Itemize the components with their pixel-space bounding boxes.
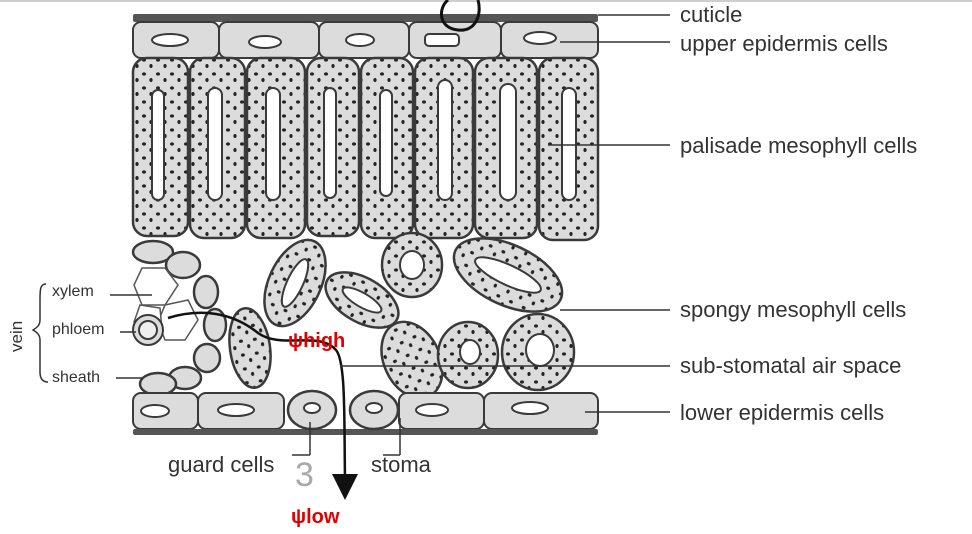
label-stoma: stoma xyxy=(371,452,431,477)
label-xylem: xylem xyxy=(52,283,94,300)
label-lower-epidermis: lower epidermis cells xyxy=(680,400,885,425)
label-cuticle: cuticle xyxy=(680,2,743,27)
palisade-cells xyxy=(131,56,600,242)
vein-brace xyxy=(31,283,49,383)
label-vein: vein xyxy=(7,320,26,352)
label-guard-cells: guard cells xyxy=(168,452,275,477)
handwritten-loop xyxy=(439,0,481,32)
lower-cuticle xyxy=(133,429,598,435)
vein-sheath xyxy=(131,239,228,397)
label-upper-epidermis: upper epidermis cells xyxy=(680,31,888,56)
spongy-vacuoles xyxy=(280,250,555,367)
water-arrowhead xyxy=(332,474,358,500)
label-sheath: sheath xyxy=(52,369,101,386)
upper-epidermis-nuclei xyxy=(151,31,557,49)
guard-cell-nuclei xyxy=(303,402,383,414)
phloem-cells xyxy=(132,314,164,346)
label-air-space: sub-stomatal air space xyxy=(680,353,902,378)
cuticle-layer xyxy=(133,14,598,22)
label-spongy: spongy mesophyll cells xyxy=(680,297,907,322)
leader-lines xyxy=(110,14,670,456)
annotation-psi-high: ψhigh xyxy=(288,330,346,352)
label-palisade: palisade mesophyll cells xyxy=(680,133,918,158)
water-movement-path xyxy=(167,311,347,479)
annotation-marker-number: 3 xyxy=(295,456,314,494)
spongy-mesophyll-cells xyxy=(228,231,576,400)
lower-epidermis-nuclei xyxy=(140,401,549,418)
palisade-vacuoles xyxy=(151,79,577,201)
annotation-psi-low: ψlow xyxy=(291,506,340,528)
label-phloem: phloem xyxy=(52,321,105,338)
